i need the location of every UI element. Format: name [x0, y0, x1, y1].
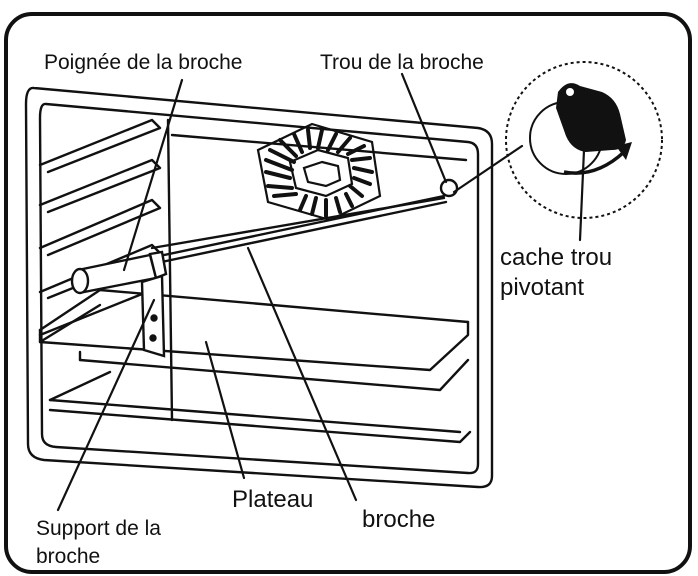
spit-rod	[148, 178, 459, 266]
leader-hole	[400, 72, 448, 184]
leader-spit	[246, 246, 358, 502]
oven-cavity	[24, 86, 494, 489]
detail-zoom	[505, 61, 663, 219]
label-handle: Poignée de la broche	[44, 51, 243, 74]
label-hole: Trou de la broche	[320, 51, 484, 74]
spit-handle	[70, 250, 168, 295]
spit-hole	[439, 178, 459, 198]
label-cover-line2: pivotant	[500, 274, 585, 301]
label-tray: Plateau	[232, 486, 314, 513]
leader-detail	[452, 144, 524, 194]
label-spit: broche	[362, 506, 436, 533]
pivot-cover	[556, 83, 626, 152]
label-support-line2: broche	[36, 545, 101, 568]
diagram-frame	[4, 12, 692, 574]
leader-handle	[122, 78, 184, 272]
leader-tray	[204, 340, 246, 480]
label-support-line1: Support de la	[36, 517, 161, 540]
rotation-arrow	[563, 150, 626, 175]
leader-support	[56, 298, 156, 512]
label-cover-line1: cache trou	[500, 244, 613, 271]
leader-cover	[578, 148, 586, 242]
leader-lines	[56, 72, 586, 512]
spit-support	[140, 274, 166, 358]
fan-grill	[256, 122, 382, 222]
